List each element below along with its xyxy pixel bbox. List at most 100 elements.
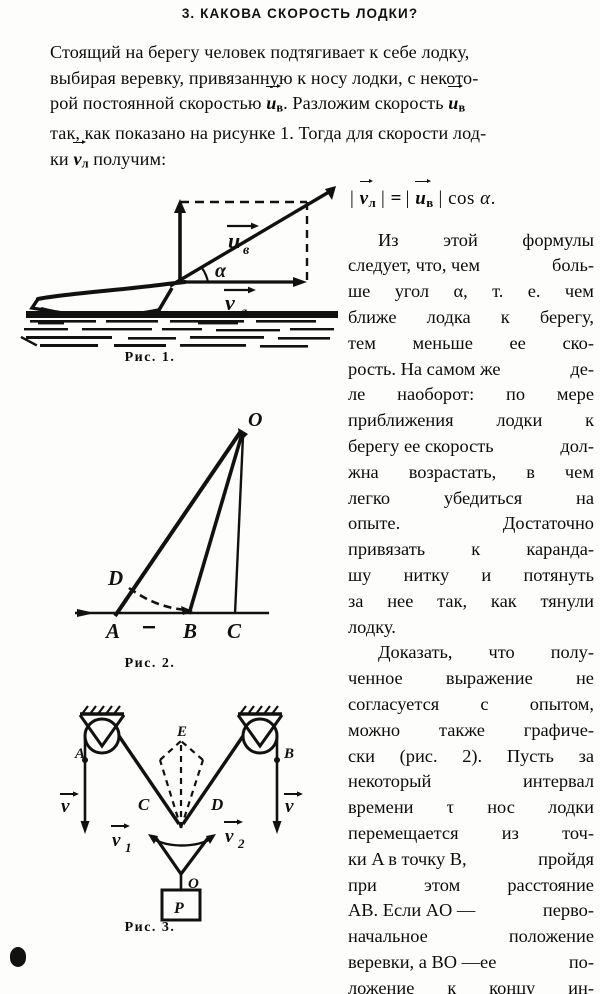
vector-subscript: л (368, 194, 376, 210)
word: к (585, 410, 594, 431)
vector-v-boat: vл (73, 142, 89, 171)
word: ближе (348, 307, 397, 328)
figure-3-label-D: D (210, 795, 223, 814)
word: этой (443, 229, 478, 250)
word: ки A в точку B, (348, 848, 467, 869)
word: т. (492, 281, 504, 302)
word: берегу ее скорость (348, 436, 494, 456)
v-right-arrowhead (297, 791, 303, 797)
text-line: привязать к каранда- (348, 537, 594, 563)
figure-2-drawing: O D A B C (75, 409, 269, 643)
text-line: Доказать, что полу- (348, 640, 594, 666)
arc-arrowhead (181, 606, 193, 615)
word-group: скорость uв (374, 86, 465, 115)
word: лодку. (348, 616, 396, 637)
word: де- (570, 358, 594, 379)
vertical-component-arrowhead (174, 199, 186, 213)
word: тянули (540, 590, 594, 611)
v1-arrowhead (148, 834, 158, 844)
text-line: за нее так, как тянули (348, 589, 594, 615)
word: потянуть (523, 564, 594, 585)
word: не (575, 668, 594, 689)
intro-line-3: рой постоянной скоростью uв. Разложим ск… (16, 86, 584, 121)
word: веревки, а BO —ее (348, 951, 497, 972)
word: (рис. (399, 745, 438, 766)
word: ин- (568, 977, 594, 994)
word: убедиться (443, 487, 523, 508)
word: согласуется (348, 693, 440, 714)
figure-3-label-A: A (74, 746, 85, 762)
figure-2-label-B: B (182, 619, 197, 643)
boat-stern (157, 287, 174, 311)
word: положение (508, 926, 594, 947)
word: α, (453, 281, 468, 302)
word: начальное (348, 926, 428, 947)
label-alpha: α (215, 260, 227, 282)
word: по- (568, 951, 594, 972)
word: боль- (552, 255, 594, 276)
text-line: опыте. Достаточно (348, 511, 594, 537)
word: можно (348, 719, 401, 740)
waterline-band (26, 311, 338, 318)
word: лодка (426, 307, 471, 328)
word: расстояние (507, 874, 594, 895)
word: скоростью (179, 93, 262, 113)
figure-3-label-v-left: v (60, 791, 79, 817)
word: ско- (562, 332, 594, 353)
formula-vector-v: vл (359, 180, 376, 210)
alpha-symbol: α (480, 188, 491, 209)
vector-symbol: u (415, 188, 427, 209)
vector-symbol: u (448, 93, 459, 113)
right-text-column: | vл | = | uв | cos α. Из этой формулы с… (348, 180, 594, 994)
text-line: следует, что, чем боль- (348, 253, 594, 279)
right-ceiling-hatch (239, 705, 279, 715)
left-point-A (82, 757, 88, 763)
abs-bar-open-2: | (405, 188, 410, 209)
water-hatching (20, 320, 334, 348)
text-line: ле наоборот: по мере (348, 382, 594, 408)
word: опытом, (529, 693, 594, 714)
word: нее (387, 590, 414, 611)
word: полу- (550, 642, 594, 663)
word: опыте. (348, 513, 401, 534)
abs-bar-close-2: | (438, 188, 443, 209)
figure-3-label-P: P (173, 900, 184, 917)
text-line: рость. На самом же де- (348, 357, 594, 383)
word: при (348, 874, 377, 895)
word: за (578, 745, 594, 766)
left-weight-arrowhead (80, 821, 90, 834)
parallelogram-construction (158, 740, 205, 829)
equals-sign: = (390, 188, 402, 209)
angle-arc (201, 267, 210, 283)
figure-3-label-v1: v 1 (111, 823, 132, 855)
text-line: ченное выражение не (348, 666, 594, 692)
label-u-text: u (228, 228, 240, 253)
word: выбирая (50, 67, 117, 88)
stray-mark (143, 626, 155, 629)
word: легко (348, 487, 391, 508)
word: на (575, 487, 594, 508)
text-line: некоторый интервал (348, 769, 594, 795)
label-u-subscript: в (243, 243, 250, 258)
vector-arrow-icon (359, 176, 374, 186)
figure-3-label-v2: v 2 (224, 819, 245, 851)
text-line: согласуется с опытом, (348, 692, 594, 718)
word: AB. Если AO — (348, 900, 476, 921)
abs-bar-close: | (381, 188, 386, 209)
word: некото- (420, 67, 479, 88)
word: скорость (374, 93, 444, 113)
word: так, (437, 590, 468, 611)
text-line: AB. Если AO — перво- (348, 898, 594, 924)
word: ее (509, 332, 526, 353)
word: приближения (348, 410, 454, 431)
intro-line-1: Стоящий на берегу человек подтягивает к … (50, 42, 470, 62)
word: угол (394, 281, 430, 302)
line-CO (233, 435, 245, 615)
word: рой (50, 93, 79, 113)
text-line: начальное положение (348, 924, 594, 950)
text-line: берегу ее скорость дол- (348, 434, 594, 460)
figure-3-caption: Рис. 3. (124, 920, 176, 935)
vector-subscript: л (81, 156, 89, 171)
text-line: ближе лодка к берегу, (348, 305, 594, 331)
right-rope (181, 735, 245, 825)
